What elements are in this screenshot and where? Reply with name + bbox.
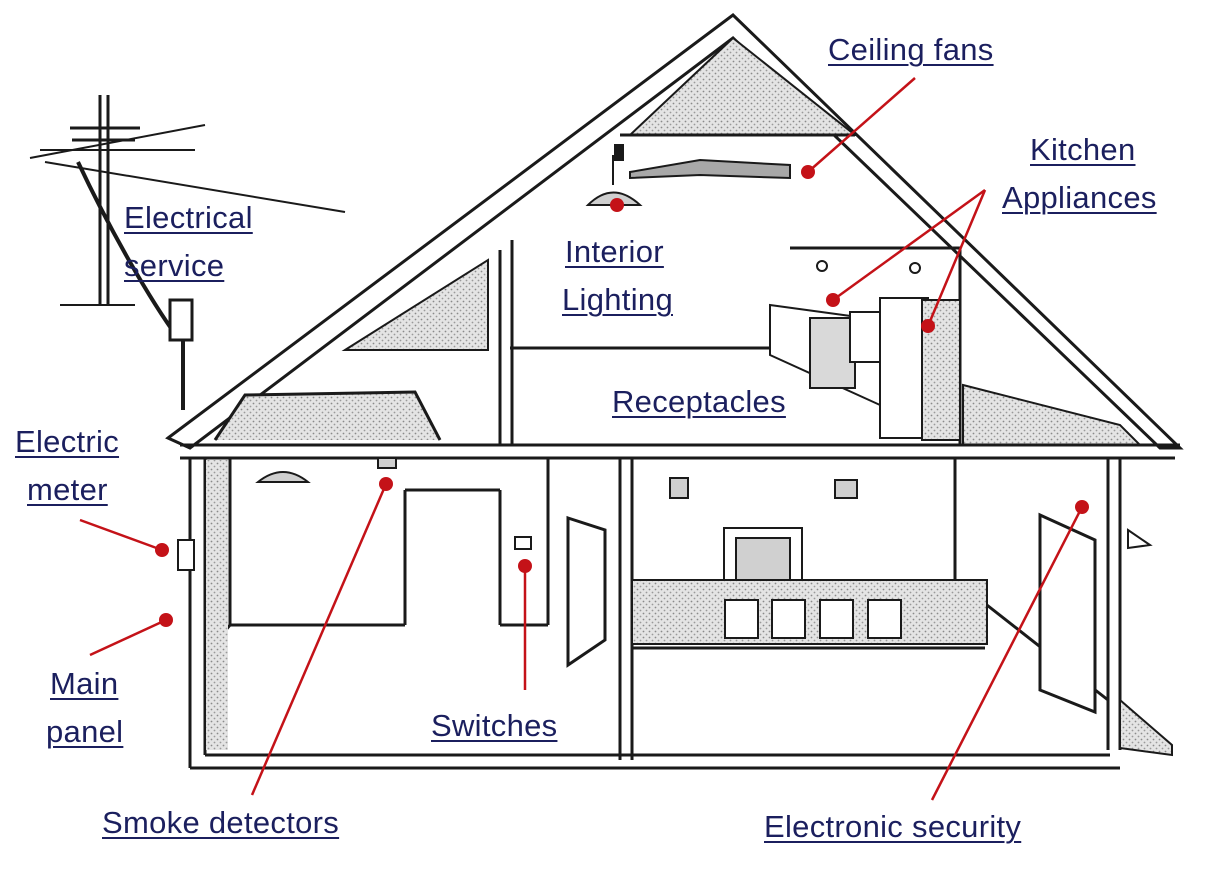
exterior-light: [1127, 528, 1153, 550]
label-interior-lighting-line1: Interior: [565, 234, 664, 269]
label-electronic-security: Electronic security: [764, 809, 1022, 844]
downstairs-lights: [255, 457, 858, 499]
dot-kitchen-b: [921, 319, 935, 333]
meter-box: [177, 539, 195, 571]
utility-pole: [29, 95, 346, 306]
dot-switches: [518, 559, 532, 573]
label-electric-meter-line1: Electric: [15, 424, 120, 459]
label-kitchen-appliances-line2: Appliances: [1002, 180, 1157, 215]
leader-kitchen-a: [832, 188, 986, 302]
label-electrical-service-line2: service: [124, 248, 225, 283]
label-smoke-detectors: Smoke detectors: [102, 805, 340, 840]
label-interior-lighting-line2: Lighting: [562, 282, 673, 317]
living-room-furniture: [631, 527, 988, 645]
label-ceiling-fans: Ceiling fans: [828, 32, 994, 67]
leader-main-panel: [89, 618, 167, 657]
leader-ceiling-fans: [807, 77, 916, 173]
label-receptacles: Receptacles: [612, 384, 786, 419]
porch-step: [1119, 697, 1173, 757]
pendant-light: [585, 155, 643, 206]
dot-interior-lighting: [610, 198, 624, 212]
label-switches: Switches: [431, 708, 558, 743]
service-drop-wire: [76, 161, 180, 340]
house-walls: [188, 458, 1122, 770]
leader-security: [930, 506, 1084, 801]
ceiling-fan: [614, 144, 791, 180]
wall-switch: [514, 536, 532, 550]
dot-electric-meter: [155, 543, 169, 557]
dot-security: [1075, 500, 1089, 514]
attic-bed: [213, 390, 442, 441]
label-electric-meter-line2: meter: [27, 472, 108, 507]
dot-smoke: [379, 477, 393, 491]
marker-dots: [155, 165, 1089, 627]
label-main-panel-line2: panel: [46, 714, 124, 749]
label-electrical-service-line1: Electrical: [124, 200, 253, 235]
leader-lines: [79, 77, 1084, 801]
dot-kitchen-a: [826, 293, 840, 307]
dot-ceiling-fans: [801, 165, 815, 179]
leader-kitchen-b: [926, 189, 987, 327]
leader-electric-meter: [79, 518, 163, 552]
roof: [165, 13, 1184, 450]
leader-smoke: [250, 483, 388, 796]
label-main-panel-line1: Main: [50, 666, 119, 701]
label-kitchen-appliances-line1: Kitchen: [1030, 132, 1136, 167]
dot-main-panel: [159, 613, 173, 627]
upper-kitchen: [769, 260, 961, 441]
weatherhead: [168, 298, 194, 342]
